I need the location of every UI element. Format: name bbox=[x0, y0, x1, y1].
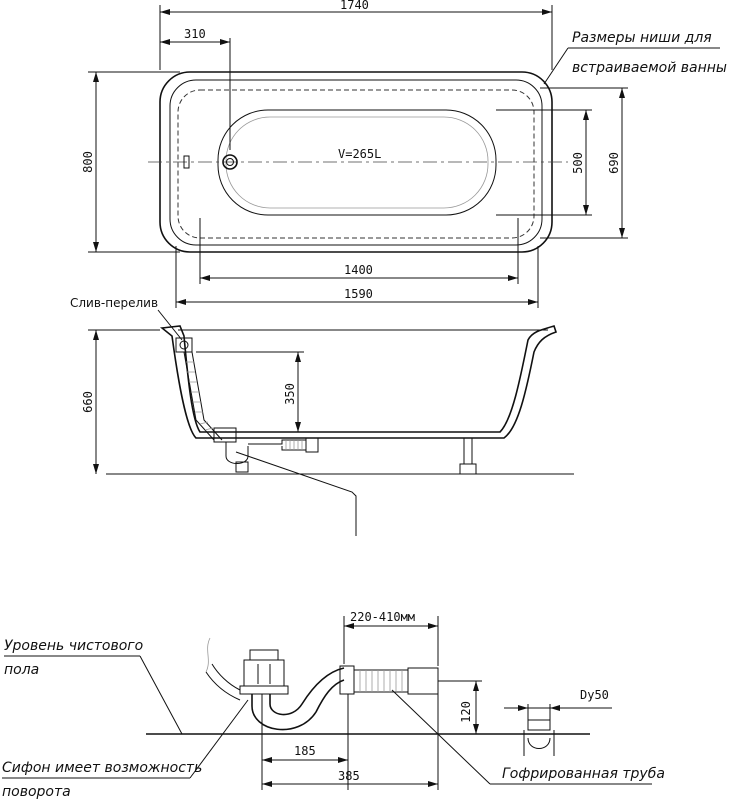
rotation-leader-line bbox=[189, 699, 249, 779]
tub-side-profile bbox=[159, 325, 558, 439]
dim-overflow-height: 350 bbox=[283, 383, 297, 405]
drain-icon bbox=[222, 154, 238, 170]
corrugated-hose bbox=[353, 669, 409, 693]
tub-basin-bottom bbox=[217, 109, 497, 216]
niche-note-line1: Размеры ниши для bbox=[572, 30, 712, 46]
rotation-label-line2: поворота bbox=[2, 784, 71, 800]
floor-label-line1: Уровень чистового bbox=[4, 638, 143, 654]
pipe-dy50 bbox=[527, 719, 551, 731]
drain-fitting-icon bbox=[213, 427, 237, 443]
siphon-trap bbox=[251, 679, 345, 731]
dim-outlet-height: 120 bbox=[459, 701, 473, 723]
tub-inner-rim bbox=[169, 79, 543, 246]
siphon-detail: 220-410мм 120 Dy50 185 385 Уровень чисто… bbox=[2, 610, 665, 800]
dim-inner-length: 1590 bbox=[344, 287, 373, 301]
dim-drain-offset: 310 bbox=[184, 27, 206, 41]
plan-view: V=265L 1740 310 800 500 690 bbox=[81, 0, 727, 308]
drain-inner-icon bbox=[226, 158, 234, 166]
tub-basin-inner bbox=[225, 116, 489, 209]
siphon-drain-head bbox=[249, 649, 279, 661]
detail-leader-line bbox=[235, 451, 357, 536]
hose-leader-line bbox=[391, 689, 491, 785]
overflow-label: Слив-перелив bbox=[70, 296, 158, 310]
tub-leg bbox=[463, 437, 473, 465]
dim-siphon-offset: 185 bbox=[294, 744, 316, 758]
tub-dashed-edge bbox=[177, 89, 535, 239]
niche-note-line2: встраиваемой ванны bbox=[572, 60, 727, 76]
dim-pipe: Dy50 bbox=[580, 688, 609, 702]
rotation-label-line1: Сифон имеет возможность bbox=[2, 760, 202, 776]
dim-width: 800 bbox=[81, 151, 95, 173]
floor-leader-line bbox=[139, 655, 183, 735]
dim-siphon-total: 385 bbox=[338, 769, 360, 783]
dim-total-length: 1740 bbox=[340, 0, 369, 12]
overflow-icon bbox=[183, 155, 190, 169]
volume-label: V=265L bbox=[338, 147, 381, 161]
side-view: Слив-перелив 660 350 bbox=[70, 296, 574, 536]
dim-bottom-length: 1400 bbox=[344, 263, 373, 277]
dim-bottom-width: 500 bbox=[571, 152, 585, 174]
dim-hose-range: 220-410мм bbox=[350, 610, 415, 624]
hose-label: Гофрированная труба bbox=[502, 766, 665, 782]
dim-height: 660 bbox=[81, 391, 95, 413]
dim-niche-width: 690 bbox=[607, 152, 621, 174]
floor-label-line2: пола bbox=[4, 662, 39, 678]
niche-leader-line bbox=[543, 47, 569, 85]
